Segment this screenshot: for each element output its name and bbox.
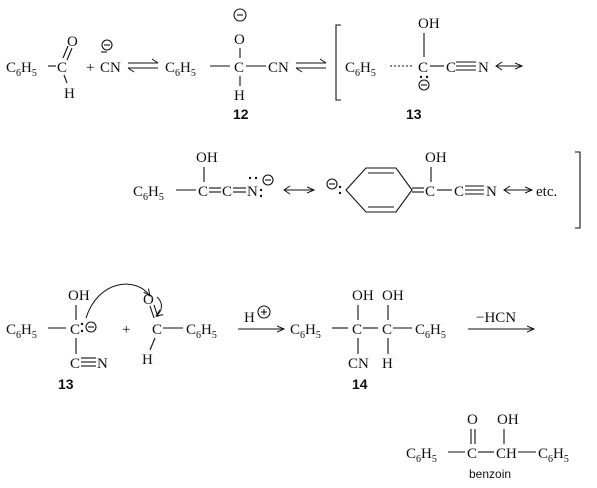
svg-text:O: O xyxy=(467,412,478,428)
right-bracket xyxy=(575,151,581,229)
carbanion-13-nucleophile: OH C6H5 C C N xyxy=(6,288,108,372)
benzaldehyde-electrophile: O C C6H5 H xyxy=(142,292,217,368)
plus-sign: + xyxy=(122,322,130,338)
svg-text:C: C xyxy=(152,322,162,338)
resonance-arrow xyxy=(503,185,532,195)
svg-text:CN: CN xyxy=(268,60,289,76)
svg-text:OH: OH xyxy=(497,412,519,428)
svg-text:C: C xyxy=(418,60,428,76)
svg-text:C6H5: C6H5 xyxy=(290,322,321,341)
equilibrium-arrow xyxy=(127,58,159,73)
svg-text:C: C xyxy=(70,322,80,338)
svg-text:H: H xyxy=(64,86,75,102)
svg-text:C6H5: C6H5 xyxy=(133,184,164,203)
svg-text:OH: OH xyxy=(418,16,440,32)
svg-text:C: C xyxy=(70,356,80,372)
svg-text:C6H5: C6H5 xyxy=(186,322,217,341)
svg-text:H: H xyxy=(234,88,245,104)
curved-electron-arrow xyxy=(85,283,150,319)
compound-label-13: 13 xyxy=(406,106,422,122)
benzaldehyde: C6H5 C O H xyxy=(6,34,78,102)
svg-text:C6H5: C6H5 xyxy=(345,60,376,79)
svg-text:C: C xyxy=(454,184,464,200)
svg-text:C: C xyxy=(446,60,456,76)
svg-text:OH: OH xyxy=(68,288,90,304)
compound-12-alkoxide: O C6H5 C CN H xyxy=(165,8,289,104)
benzoin-product: O OH C6H5 C CH C6H5 xyxy=(406,412,569,465)
svg-text:C6H5: C6H5 xyxy=(538,446,569,465)
compound-13-carbanion: OH C6H5 C C N xyxy=(345,16,522,91)
svg-text:OH: OH xyxy=(425,150,447,166)
svg-text:C6H5: C6H5 xyxy=(6,60,37,79)
acid-reaction-arrow: H xyxy=(238,305,284,329)
svg-text:C6H5: C6H5 xyxy=(6,322,37,341)
svg-text:N: N xyxy=(486,184,497,200)
svg-text:H: H xyxy=(244,310,255,326)
svg-text:H: H xyxy=(142,352,153,368)
svg-text:C: C xyxy=(57,60,67,76)
equilibrium-arrow xyxy=(295,58,327,73)
svg-text:C6H5: C6H5 xyxy=(406,446,437,465)
svg-text:OH: OH xyxy=(382,288,404,304)
svg-text:O: O xyxy=(143,292,154,308)
svg-text:C: C xyxy=(198,184,208,200)
benzoin-caption: benzoin xyxy=(469,467,511,481)
svg-text:C: C xyxy=(234,60,244,76)
svg-text:N: N xyxy=(97,356,108,372)
compound-14-cyanohydrin: OH OH C6H5 C C C6H5 CN H xyxy=(290,288,446,372)
svg-text:CN: CN xyxy=(348,356,369,372)
svg-text:O: O xyxy=(67,34,78,50)
compound-label-12: 12 xyxy=(233,106,249,122)
svg-text:C6H5: C6H5 xyxy=(415,322,446,341)
elimination-arrow: −HCN xyxy=(468,310,534,329)
svg-text:C: C xyxy=(467,446,477,462)
svg-text:C: C xyxy=(382,322,392,338)
compound-label-14: 14 xyxy=(352,376,368,392)
svg-text:N: N xyxy=(478,60,489,76)
etc-text: etc. xyxy=(536,184,557,200)
svg-text:C: C xyxy=(222,184,232,200)
svg-text:O: O xyxy=(234,32,245,48)
svg-text:C: C xyxy=(352,322,362,338)
svg-text:−HCN: −HCN xyxy=(476,310,516,326)
svg-text:N: N xyxy=(247,184,258,200)
svg-text:CN: CN xyxy=(100,60,121,76)
svg-text:C: C xyxy=(425,184,435,200)
svg-text:CH: CH xyxy=(496,446,517,462)
keteniminate-resonance: OH C6H5 C C N xyxy=(133,150,274,203)
svg-text:C6H5: C6H5 xyxy=(165,60,196,79)
svg-text:H: H xyxy=(382,356,393,372)
ring-carbanion-resonance: C OH C N xyxy=(326,150,497,213)
svg-text:OH: OH xyxy=(352,288,374,304)
left-bracket xyxy=(335,24,341,101)
plus-sign: + xyxy=(86,60,94,76)
svg-text:OH: OH xyxy=(196,150,218,166)
resonance-arrow xyxy=(283,185,314,195)
compound-label-13-second: 13 xyxy=(58,376,74,392)
cyanide-ion: CN xyxy=(100,39,121,76)
